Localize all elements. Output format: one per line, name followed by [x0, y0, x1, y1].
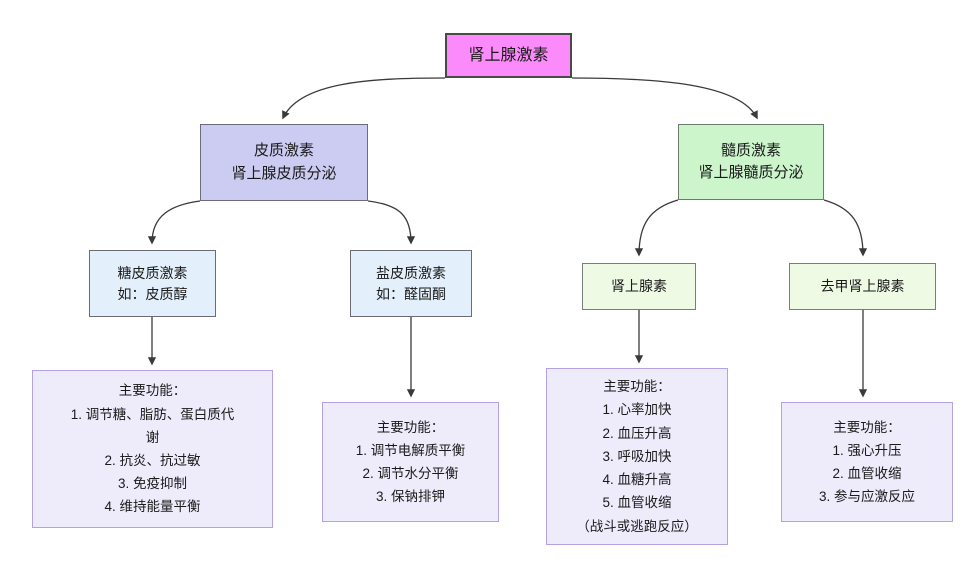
node-mineralocorticoid-functions[interactable]: 主要功能： 1. 调节电解质平衡 2. 调节水分平衡 3. 保钠排钾: [322, 402, 499, 522]
edge-root-to-cortex: [282, 77, 446, 120]
node-noradrenaline-functions[interactable]: 主要功能： 1. 强心升压 2. 血管收缩 3. 参与应激反应: [781, 402, 953, 522]
edge-cortex-to-mineralocorticoid: [367, 200, 416, 245]
node-label: 盐皮质激素 如：醛固酮: [376, 264, 446, 302]
node-adrenaline-functions[interactable]: 主要功能： 1. 心率加快 2. 血压升高 3. 呼吸加快 4. 血糖升高 5.…: [546, 368, 728, 545]
node-noradrenaline[interactable]: 去甲肾上腺素: [789, 263, 936, 310]
node-label: 肾上腺素: [611, 278, 667, 294]
node-medullary-hormones[interactable]: 髓质激素 肾上腺髓质分泌: [678, 124, 824, 200]
node-adrenal-hormones[interactable]: 肾上腺激素: [445, 33, 572, 78]
node-label: 主要功能： 1. 心率加快 2. 血压升高 3. 呼吸加快 4. 血糖升高 5.…: [576, 379, 698, 534]
node-label: 糖皮质激素 如：皮质醇: [117, 264, 188, 302]
edge-cortex-to-glucocorticoid: [147, 200, 201, 245]
node-glucocorticoid-functions[interactable]: 主要功能： 1. 调节糖、脂肪、蛋白质代 谢 2. 抗炎、抗过敏 3. 免疫抑制…: [32, 370, 273, 528]
node-glucocorticoid[interactable]: 糖皮质激素 如：皮质醇: [89, 250, 216, 317]
node-cortical-hormones[interactable]: 皮质激素 肾上腺皮质分泌: [200, 124, 368, 201]
node-label: 去甲肾上腺素: [820, 278, 905, 294]
node-label: 主要功能： 1. 调节电解质平衡 2. 调节水分平衡 3. 保钠排钾: [355, 419, 466, 505]
node-label: 肾上腺激素: [468, 46, 549, 64]
node-label: 主要功能： 1. 强心升压 2. 血管收缩 3. 参与应激反应: [818, 419, 915, 505]
node-adrenaline[interactable]: 肾上腺素: [582, 263, 696, 310]
edge-root-to-medulla: [571, 77, 758, 120]
node-mineralocorticoid[interactable]: 盐皮质激素 如：醛固酮: [350, 250, 472, 317]
node-label: 皮质激素 肾上腺皮质分泌: [231, 142, 337, 182]
node-label: 髓质激素 肾上腺髓质分泌: [698, 141, 804, 182]
node-label: 主要功能： 1. 调节糖、脂肪、蛋白质代 谢 2. 抗炎、抗过敏 3. 免疫抑制…: [70, 383, 235, 515]
edge-medulla-to-adrenaline: [634, 199, 679, 257]
edge-medulla-to-noradrenaline: [823, 199, 868, 257]
